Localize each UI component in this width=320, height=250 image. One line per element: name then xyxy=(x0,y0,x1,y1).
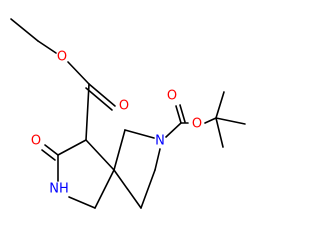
bond-ch2-ch2-bottom xyxy=(140,169,156,209)
bond-n-ch2-right xyxy=(154,148,161,171)
bond-ester-carbonyl-a xyxy=(88,83,116,107)
bond-lactam-c-o-a xyxy=(44,144,59,156)
bond-o-ester-carbon xyxy=(67,61,90,85)
bond-ch2-spiro xyxy=(94,169,115,209)
bond-boc-o-cq xyxy=(204,117,217,124)
atom-o-ester-link: O xyxy=(57,50,67,65)
bond-n-boc-carbon xyxy=(165,122,182,138)
bond-spiro-ch xyxy=(85,139,115,171)
atom-n-pyrrolidine: N xyxy=(155,134,165,149)
bond-ethyl-ch3-ch2 xyxy=(10,18,39,42)
bond-ethyl-ch2-o xyxy=(37,40,57,54)
bond-ch-carbonyl xyxy=(57,139,87,156)
bond-cq-me-top xyxy=(215,91,225,119)
atom-nh-lactam: NH xyxy=(49,182,69,197)
bond-ester-ring-ch xyxy=(85,83,90,141)
bond-ch2-n xyxy=(124,129,155,139)
bond-lactam-c-o-b xyxy=(41,149,56,161)
bond-nh-ch2 xyxy=(68,196,96,209)
atom-o-lactam: O xyxy=(31,134,41,149)
bond-spiro-ch2-top xyxy=(113,129,126,171)
bond-ester-carbonyl-b xyxy=(85,87,113,111)
atom-labels: O O O NH N O O xyxy=(31,50,202,197)
atom-o-boc-link: O xyxy=(192,117,202,132)
atom-o-boc-carbonyl: O xyxy=(167,89,177,104)
bond-boc-carbonyl-a xyxy=(175,105,182,124)
bond-boc-carbonyl-b xyxy=(179,104,186,123)
bond-cq-me-bottom xyxy=(215,117,224,148)
bond-cq-me-right xyxy=(215,117,246,125)
bond-ch2-spiro-bottom xyxy=(113,169,142,209)
bonds xyxy=(10,18,246,209)
atom-o-ester-carbonyl: O xyxy=(119,99,129,114)
molecule-structure: O O O NH N O O xyxy=(10,18,246,209)
